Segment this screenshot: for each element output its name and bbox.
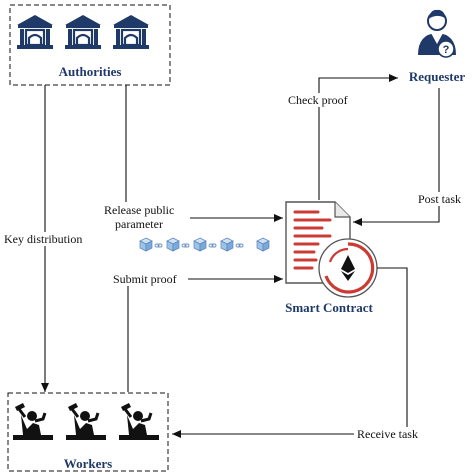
submit-proof-label: Submit proof	[113, 272, 177, 286]
authorities-node: Authorities	[9, 4, 171, 86]
receive-task-arrow	[172, 267, 408, 438]
person-question-icon: ?	[418, 9, 456, 58]
requester-node: ? Requester	[409, 9, 466, 84]
smart-contract-label: Smart Contract	[285, 300, 373, 315]
receive-task-label: Receive task	[357, 427, 418, 441]
authorities-box	[9, 4, 171, 86]
key-distribution-label: Key distribution	[4, 232, 82, 246]
post-task-label: Post task	[418, 192, 461, 206]
submit-proof-arrow	[127, 275, 283, 392]
smart-contract-node: Smart Contract	[285, 201, 378, 315]
release-public-parameter-label-line1: Release public	[104, 203, 174, 217]
authorities-label: Authorities	[59, 64, 122, 79]
bank-building-icon	[15, 13, 151, 51]
workers-node: Workers	[7, 392, 169, 472]
workers-box	[7, 392, 169, 472]
workers-label: Workers	[64, 456, 112, 471]
release-public-parameter-label-line2: parameter	[115, 217, 163, 231]
post-task-arrow	[353, 88, 440, 226]
release-public-parameter-arrow	[125, 85, 283, 222]
check-proof-label: Check proof	[288, 93, 348, 107]
svg-text:?: ?	[443, 44, 450, 56]
requester-label: Requester	[409, 69, 466, 84]
check-proof-arrow	[318, 74, 398, 200]
worker-hammer-icon	[11, 401, 161, 442]
blockchain-icon	[139, 237, 270, 252]
contract-document-ethereum-icon	[285, 201, 378, 298]
